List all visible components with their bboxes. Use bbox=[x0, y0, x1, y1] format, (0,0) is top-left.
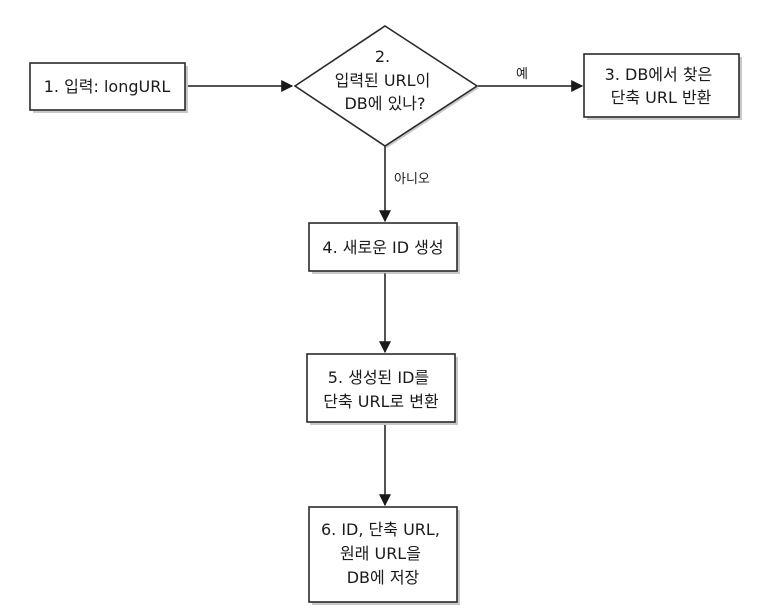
node-input-label: 1. 입력: longURL bbox=[44, 77, 171, 96]
node-convert: 5. 생성된 ID를 단축 URL로 변환 bbox=[306, 353, 458, 425]
node-store: 6. ID, 단축 URL, 원래 URL을 DB에 저장 bbox=[308, 506, 460, 605]
node-store-label: 6. ID, 단축 URL, 원래 URL을 DB에 저장 bbox=[321, 520, 445, 587]
node-check: 2. 입력된 URL이 DB에 있나? bbox=[293, 25, 479, 148]
edge-label-yes: 예 bbox=[516, 67, 528, 82]
node-input: 1. 입력: longURL bbox=[29, 62, 188, 113]
edge-label-no: 아니오 bbox=[394, 172, 430, 187]
node-newid-label: 4. 새로운 ID 생성 bbox=[322, 238, 443, 257]
node-check-label: 2. 입력된 URL이 DB에 있나? bbox=[335, 47, 436, 113]
node-convert-label: 5. 생성된 ID를 단축 URL로 변환 bbox=[323, 368, 439, 411]
node-newid: 4. 새로운 ID 생성 bbox=[308, 222, 460, 274]
node-found-label: 3. DB에서 찾은 단축 URL 반환 bbox=[605, 65, 718, 107]
node-found: 3. DB에서 찾은 단축 URL 반환 bbox=[583, 53, 742, 120]
